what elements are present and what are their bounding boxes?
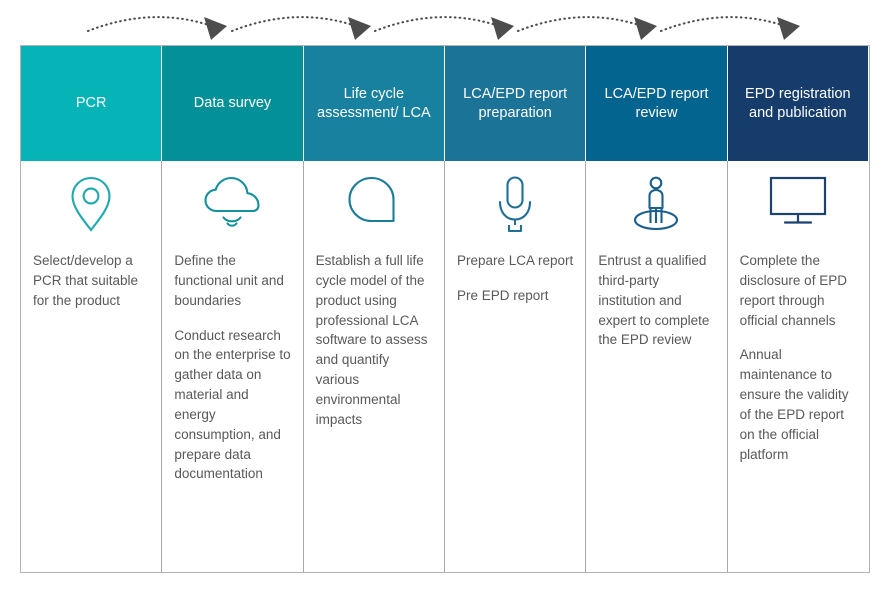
paragraph: Conduct research on the enterprise to ga… (174, 327, 291, 482)
arrow-band (0, 0, 890, 45)
icon-wrap (598, 175, 714, 237)
location-pin-icon (71, 176, 111, 232)
icon-wrap (457, 175, 573, 237)
paragraph: Complete the disclosure of EPD report th… (739, 253, 847, 328)
icon-wrap (174, 175, 290, 237)
stage-body-text: Prepare LCA report Pre EPD report (457, 251, 573, 306)
stage-header-report-review[interactable]: LCA/EPD report review (586, 46, 728, 161)
microphone-icon (499, 176, 532, 233)
arrowhead-5 (777, 17, 800, 40)
stage-body-report-review: Entrust a qualified third-party institut… (586, 161, 728, 572)
arrow-path-1 (86, 16, 214, 33)
icon-wrap (33, 175, 149, 237)
paragraph: Establish a full life cycle model of the… (315, 253, 428, 427)
stage-header-label: PCR (75, 95, 107, 112)
icon-wrap (316, 175, 432, 237)
stage-header-data-survey[interactable]: Data survey (162, 46, 304, 161)
stage-body-text: Define the functional unit and boundarie… (174, 251, 290, 484)
arrowhead-1 (204, 17, 227, 40)
arrow-path-4 (516, 16, 644, 33)
stage-header-label: Data survey (193, 95, 272, 112)
paragraph: Prepare LCA report (456, 253, 574, 268)
arrowhead-2 (348, 17, 371, 40)
stage-body-report-preparation: Prepare LCA report Pre EPD report (445, 161, 587, 572)
cloud-signal-icon (204, 176, 261, 227)
stage-body-text: Complete the disclosure of EPD report th… (740, 251, 857, 464)
stage-header-life-cycle-assessment[interactable]: Life cycle assessment/ LCA (303, 46, 445, 161)
stage-header-pcr[interactable]: PCR (21, 46, 163, 161)
person-on-platform-icon (634, 176, 679, 231)
stage-body-data-survey: Define the functional unit and boundarie… (162, 161, 304, 572)
stage-body-text: Entrust a qualified third-party institut… (598, 251, 714, 350)
process-grid: PCR Data survey Life cycle assessment/ L… (20, 45, 870, 573)
monitor-icon (770, 176, 827, 224)
stage-header-label: LCA/EPD report review (604, 85, 709, 121)
paragraph: Select/develop a PCR that suitable for t… (33, 253, 139, 308)
paragraph: Entrust a qualified third-party institut… (598, 253, 710, 348)
icon-wrap (740, 175, 857, 237)
paragraph: Define the functional unit and boundarie… (174, 253, 284, 308)
arrow-path-2 (230, 16, 358, 33)
arrowhead-3 (491, 17, 514, 40)
stage-body-text: Establish a full life cycle model of the… (316, 251, 432, 430)
stage-body-text: Select/develop a PCR that suitable for t… (33, 251, 149, 311)
stage-header-label: LCA/EPD report preparation (463, 85, 568, 121)
stage-body-life-cycle-assessment: Establish a full life cycle model of the… (304, 161, 445, 572)
paragraph: Pre EPD report (456, 287, 549, 303)
stage-header-report-preparation[interactable]: LCA/EPD report preparation (444, 46, 587, 161)
paragraph: Annual maintenance to ensure the validit… (739, 347, 849, 462)
arrowhead-4 (634, 17, 657, 40)
stage-header-label: Life cycle assessment/ LCA (317, 85, 431, 121)
stage-body-pcr: Select/develop a PCR that suitable for t… (21, 161, 163, 572)
stage-header-label: EPD registration and publication (745, 85, 851, 121)
arrow-path-3 (373, 16, 501, 33)
speech-bubble-icon (348, 176, 395, 223)
stage-body-registration-publication: Complete the disclosure of EPD report th… (728, 161, 869, 572)
stage-header-registration-publication[interactable]: EPD registration and publication (727, 46, 869, 161)
arrow-path-5 (659, 16, 787, 33)
